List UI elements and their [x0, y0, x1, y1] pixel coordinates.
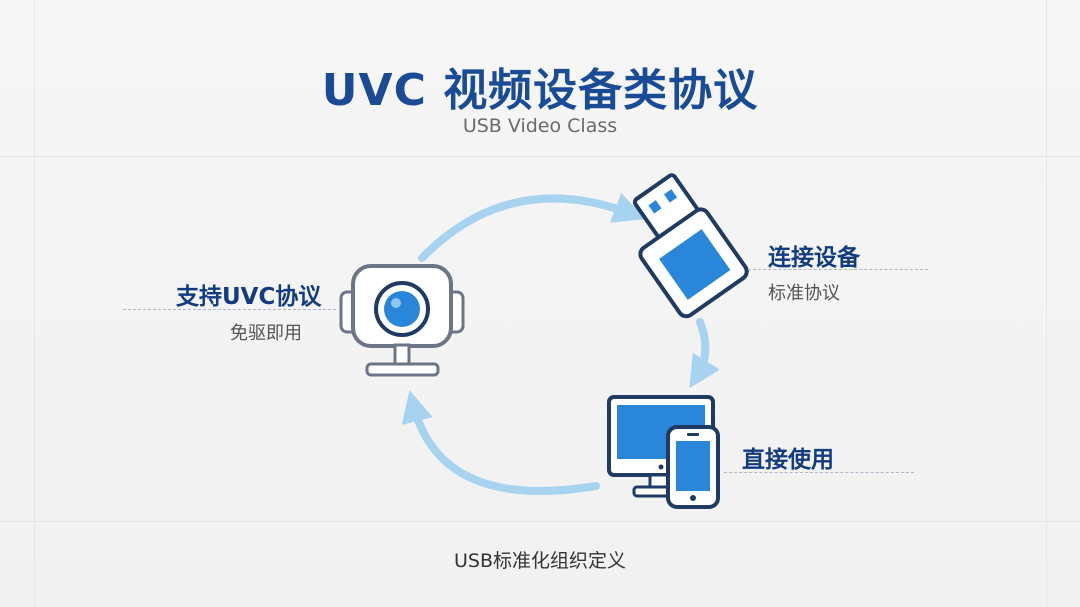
arrow-devices-to-webcam [401, 390, 600, 496]
step-support-uvc-leader [123, 309, 336, 310]
cycle-arrows [401, 192, 720, 496]
step-connect-sub: 标准协议 [768, 283, 840, 304]
step-support-uvc-title: 支持UVC协议 [176, 284, 322, 310]
step-connect-title: 连接设备 [768, 245, 860, 271]
step-use-title: 直接使用 [742, 447, 834, 473]
arrow-usb-to-devices [689, 318, 720, 389]
page-title: UVC 视频设备类协议 [321, 65, 759, 116]
webcam-icon [339, 264, 465, 377]
frame-left [34, 0, 35, 607]
usb-drive-icon [632, 173, 749, 319]
step-connect-leader [748, 269, 928, 270]
page-subtitle: USB Video Class [462, 115, 618, 137]
divider-bottom [0, 521, 1080, 522]
step-use-leader [724, 472, 914, 473]
step-support-uvc-sub: 免驱即用 [230, 323, 302, 344]
smartphone-icon [666, 425, 720, 509]
frame-right [1046, 0, 1047, 607]
arrow-webcam-to-usb [418, 192, 646, 262]
divider-top [0, 156, 1080, 157]
footer-note: USB标准化组织定义 [453, 550, 626, 572]
